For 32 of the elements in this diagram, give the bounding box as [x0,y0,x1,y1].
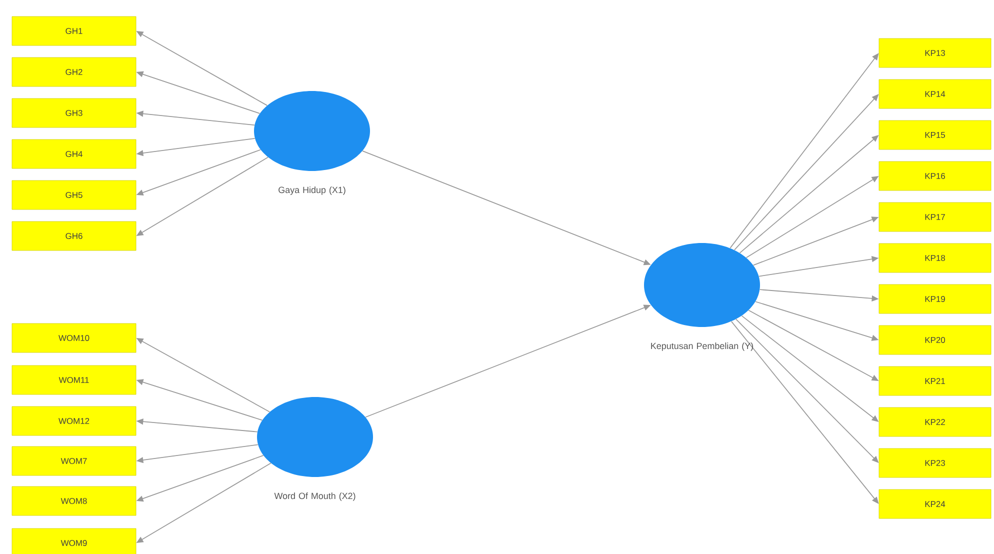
indicator-box: WOM7 [12,446,136,476]
latent-ellipse [254,91,370,171]
indicator-box: WOM12 [12,406,136,436]
latent-ellipse [257,397,373,477]
node-caption: Keputusan Pembelian (Y) [651,342,754,351]
indicator-box: KP17 [878,202,992,232]
indicator-box: WOM9 [12,528,136,554]
arrow [730,320,879,504]
indicator-box: GH3 [12,98,136,128]
indicator-box: KP22 [878,407,992,437]
indicator-box: KP20 [878,325,992,355]
node-caption: Word Of Mouth (X2) [274,492,356,501]
node-caption: Gaya Hidup (X1) [278,186,346,195]
indicator-box: GH2 [12,57,136,87]
latent-ellipse [644,243,760,327]
indicator-box: GH4 [12,139,136,169]
indicator-box: KP18 [878,243,992,273]
indicator-box: KP16 [878,161,992,191]
indicator-box: KP24 [878,489,992,519]
indicator-box: KP21 [878,366,992,396]
indicator-box: KP23 [878,448,992,478]
arrow [730,53,879,248]
indicator-box: GH6 [12,221,136,251]
indicator-box: WOM8 [12,486,136,516]
indicator-box: KP14 [878,79,992,109]
indicator-box: KP15 [878,120,992,150]
indicator-box: KP19 [878,284,992,314]
indicator-box: KP13 [878,38,992,68]
indicator-box: WOM10 [12,323,136,353]
indicator-box: GH5 [12,180,136,210]
indicator-box: WOM11 [12,365,136,395]
indicator-box: GH1 [12,16,136,46]
